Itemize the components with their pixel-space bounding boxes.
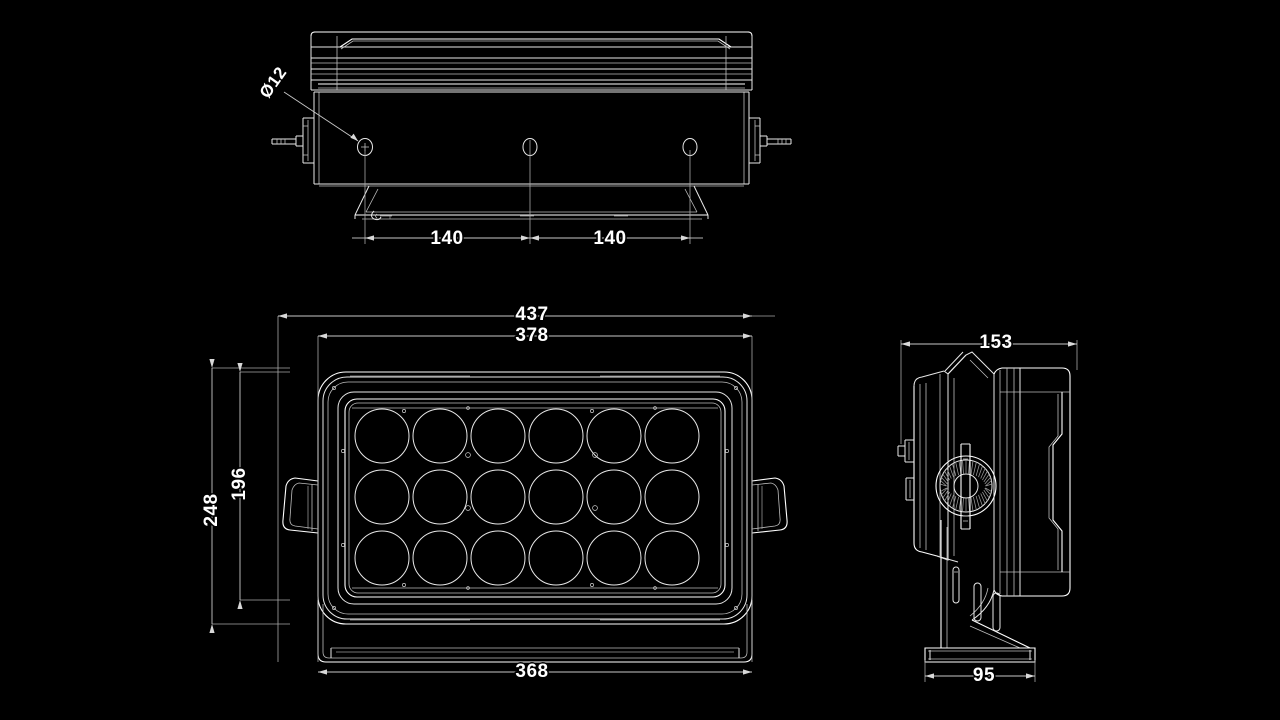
front-view-screw-dots bbox=[332, 386, 738, 610]
dim-label-437: 437 bbox=[515, 304, 548, 325]
top-view-dim-extensions bbox=[364, 140, 691, 244]
dim-overall-height-248 bbox=[209, 359, 215, 633]
top-view-yoke bbox=[355, 186, 708, 220]
dim-body-height-196 bbox=[237, 363, 243, 609]
side-view-body-shell bbox=[969, 587, 994, 620]
dim-label-140-left: 140 bbox=[430, 228, 463, 249]
side-view: 153 95 bbox=[898, 331, 1078, 688]
front-view-left-wing bbox=[282, 477, 319, 534]
dim-base-width-368 bbox=[318, 669, 752, 675]
side-view-base-slots bbox=[953, 567, 1000, 631]
dim-hole-pitch bbox=[352, 235, 703, 241]
dim-label-196: 196 bbox=[229, 467, 250, 500]
front-view-lens-frame bbox=[338, 392, 732, 604]
dim-label-95: 95 bbox=[973, 665, 995, 686]
front-view-right-wing bbox=[751, 477, 788, 534]
dim-leader-diameter bbox=[283, 91, 359, 142]
side-view-fan-assembly bbox=[935, 444, 997, 529]
side-view-rear-housing bbox=[993, 367, 1071, 597]
dim-body-width-378 bbox=[318, 333, 752, 339]
dim-label-140-right: 140 bbox=[593, 228, 626, 249]
top-view-body bbox=[314, 92, 749, 187]
top-view-heatsink bbox=[310, 31, 753, 90]
dim-label-153: 153 bbox=[979, 332, 1012, 353]
dim-base-depth-95 bbox=[925, 673, 1035, 679]
dim-label-378: 378 bbox=[515, 325, 548, 346]
dim-label-368: 368 bbox=[515, 661, 548, 682]
front-view: 437 378 248 196 368 bbox=[200, 303, 788, 684]
top-view-right-connector bbox=[749, 118, 791, 163]
front-view-top-seam bbox=[350, 375, 720, 621]
fan-spokes bbox=[939, 460, 993, 512]
dim-label-248: 248 bbox=[201, 493, 222, 526]
side-view-connectors bbox=[898, 440, 914, 500]
front-view-base-yoke bbox=[317, 600, 753, 663]
side-view-dim-extensions bbox=[900, 340, 1078, 682]
front-view-led-array bbox=[355, 409, 699, 585]
dim-overall-depth-153 bbox=[901, 341, 1077, 347]
top-view-left-connector bbox=[272, 118, 314, 163]
dim-overall-width-437 bbox=[278, 313, 752, 319]
